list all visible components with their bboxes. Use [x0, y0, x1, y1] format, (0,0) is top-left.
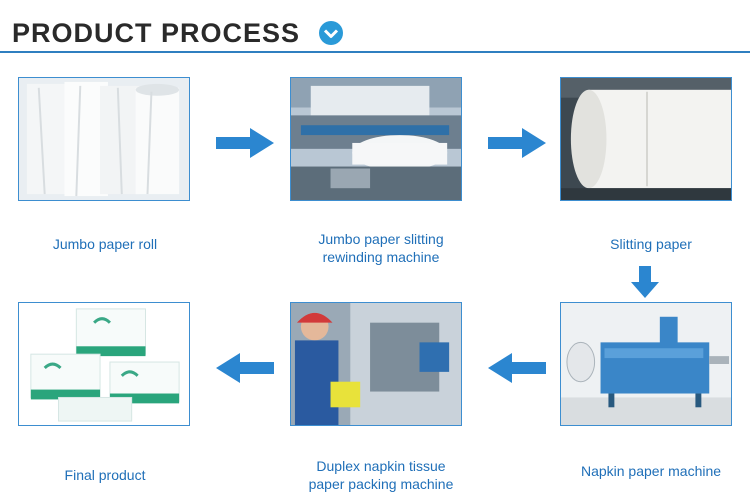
arrow-right-icon	[216, 128, 274, 158]
chevron-down-circle-icon	[319, 21, 343, 45]
photo-slitting-rewinding-machine	[290, 77, 462, 201]
arrow-down-icon	[631, 266, 659, 298]
step-caption: Final product	[64, 467, 146, 483]
step-caption: Duplex napkin tissue paper packing machi…	[308, 458, 454, 492]
arrow-left-icon	[216, 353, 274, 383]
photo-jumbo-paper-roll	[18, 77, 190, 201]
header-divider	[0, 51, 750, 53]
photo-final-product	[18, 302, 190, 426]
photo-napkin-paper-machine	[560, 302, 732, 426]
arrow-left-icon	[488, 353, 546, 383]
page-header: PRODUCT PROCESS	[0, 0, 750, 54]
step-caption: Jumbo paper slitting rewinding machine	[318, 231, 444, 265]
photo-slitting-paper	[560, 77, 732, 201]
photo-packing-machine	[290, 302, 462, 426]
step-caption: Slitting paper	[610, 236, 692, 252]
step-caption: Jumbo paper roll	[52, 236, 158, 252]
step-caption: Napkin paper machine	[580, 463, 722, 479]
arrow-right-icon	[488, 128, 546, 158]
page-title: PRODUCT PROCESS	[12, 18, 301, 48]
